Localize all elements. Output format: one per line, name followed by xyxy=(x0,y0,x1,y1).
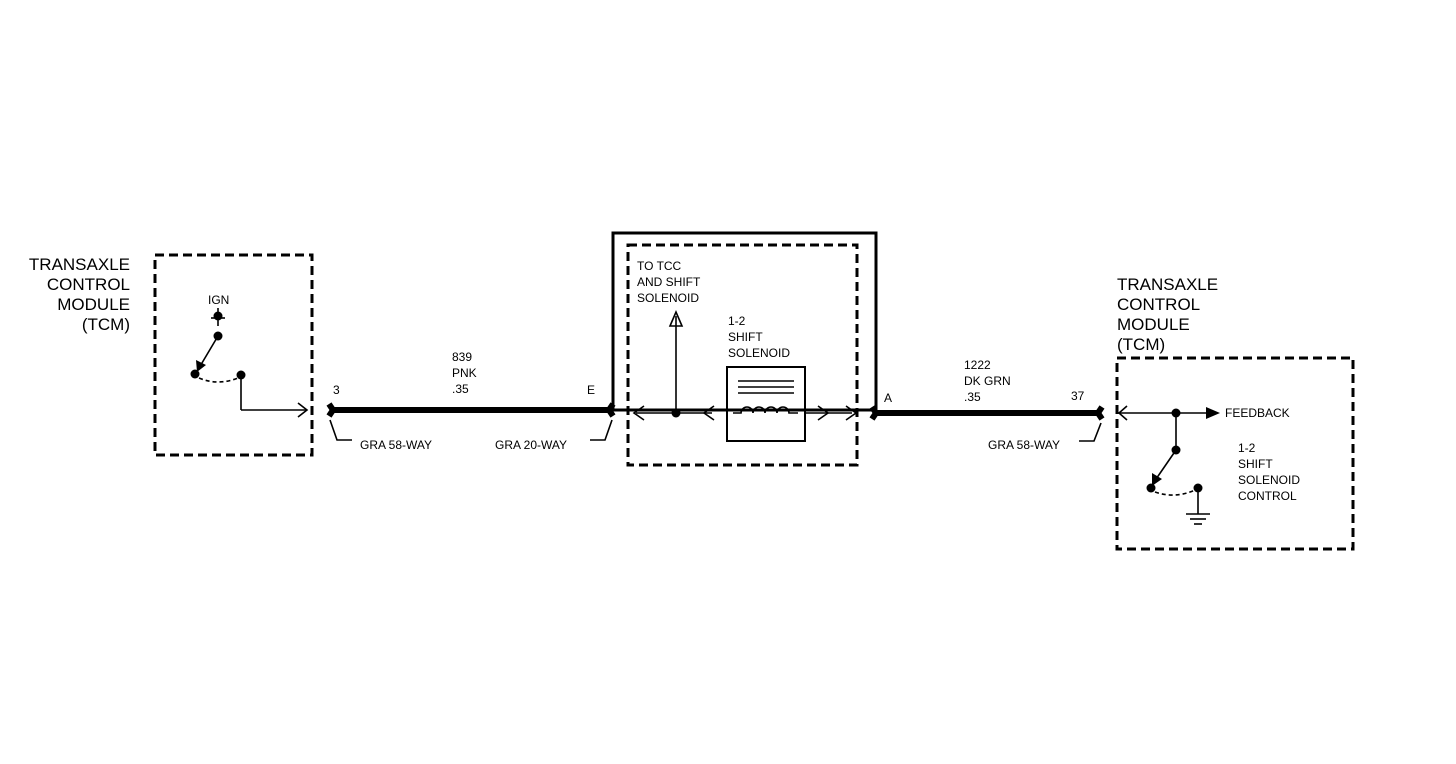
control-label-line-3: SOLENOID xyxy=(1238,473,1300,487)
control-label-line-1: 1-2 xyxy=(1238,441,1256,455)
left-chevron-icon xyxy=(632,405,645,421)
pin-37-label: 37 xyxy=(1071,389,1085,403)
control-switch-icon xyxy=(1146,445,1203,496)
connector-leader-left xyxy=(329,419,352,441)
solenoid-inner-box xyxy=(626,243,859,467)
connector-gra-20-way: GRA 20-WAY xyxy=(495,438,567,452)
solenoid-label-line-2: SHIFT xyxy=(728,330,763,344)
mid-chevron-icon xyxy=(702,405,715,421)
right-tcm-title-line-3: MODULE xyxy=(1117,315,1190,334)
solenoid-label-line-3: SOLENOID xyxy=(728,346,790,360)
left-tcm-title-line-4: (TCM) xyxy=(82,315,130,334)
left-tcm-title-line-1: TRANSAXLE xyxy=(29,255,130,274)
feedback-label: FEEDBACK xyxy=(1225,406,1290,420)
connector-gra-58-way-left: GRA 58-WAY xyxy=(360,438,432,452)
control-label-line-4: CONTROL xyxy=(1238,489,1297,503)
right-tcm-title-line-2: CONTROL xyxy=(1117,295,1200,314)
to-tcc-line-2: AND SHIFT xyxy=(637,275,701,289)
left-tcm-title-line-3: MODULE xyxy=(57,295,130,314)
to-tcc-line-3: SOLENOID xyxy=(637,291,699,305)
connector-a-icon xyxy=(869,405,880,421)
solenoid-assembly: TO TCC AND SHIFT SOLENOID 1-2 SHIFT SOLE… xyxy=(611,231,878,467)
ign-label: IGN xyxy=(208,293,229,307)
ground-icon xyxy=(1186,488,1210,525)
to-tcc-line-1: TO TCC xyxy=(637,259,682,273)
pin-3-label: 3 xyxy=(333,383,340,397)
connector-37-icon xyxy=(1094,405,1105,421)
solenoid-coil-icon xyxy=(726,366,806,442)
connector-leader-37 xyxy=(1079,422,1102,442)
right-tcm-box xyxy=(1115,356,1355,551)
right-circuit-gauge: .35 xyxy=(964,390,981,404)
left-circuit-gauge: .35 xyxy=(452,382,469,396)
solenoid-label-line-1: 1-2 xyxy=(728,314,746,328)
right-circuit-number: 1222 xyxy=(964,358,991,372)
feedback-arrow-icon xyxy=(1206,407,1220,419)
left-circuit-number: 839 xyxy=(452,350,472,364)
right-tcm-input-chevron-icon xyxy=(1117,405,1128,421)
pin-e-label: E xyxy=(587,383,595,397)
up-arrow-icon xyxy=(668,309,684,327)
control-label-line-2: SHIFT xyxy=(1238,457,1273,471)
pin-a-label: A xyxy=(884,391,892,405)
right-tcm: TRANSAXLE CONTROL MODULE (TCM) FEEDBACK … xyxy=(1115,275,1355,551)
left-wire: 3 E 839 PNK .35 GRA 58-WAY GRA 20-WAY xyxy=(326,350,616,452)
right-mid-chevron-icon xyxy=(817,405,830,421)
solenoid-outer-frame xyxy=(611,231,878,412)
right-circuit-color: DK GRN xyxy=(964,374,1011,388)
connector-leader-e xyxy=(590,419,613,441)
right-wire: A 37 1222 DK GRN .35 GRA 58-WAY xyxy=(869,358,1105,452)
connector-gra-58-way-right: GRA 58-WAY xyxy=(988,438,1060,452)
left-tcm: TRANSAXLE CONTROL MODULE (TCM) IGN xyxy=(29,253,314,457)
right-tcm-title-line-1: TRANSAXLE xyxy=(1117,275,1218,294)
connector-3-icon xyxy=(326,402,337,418)
left-tcm-title-line-2: CONTROL xyxy=(47,275,130,294)
right-chevron-icon xyxy=(845,405,858,421)
left-tcm-box xyxy=(153,253,314,457)
ign-switch-icon xyxy=(190,308,246,383)
left-tcm-arrow-icon xyxy=(297,402,309,418)
left-circuit-color: PNK xyxy=(452,366,477,380)
right-tcm-title-line-4: (TCM) xyxy=(1117,335,1165,354)
